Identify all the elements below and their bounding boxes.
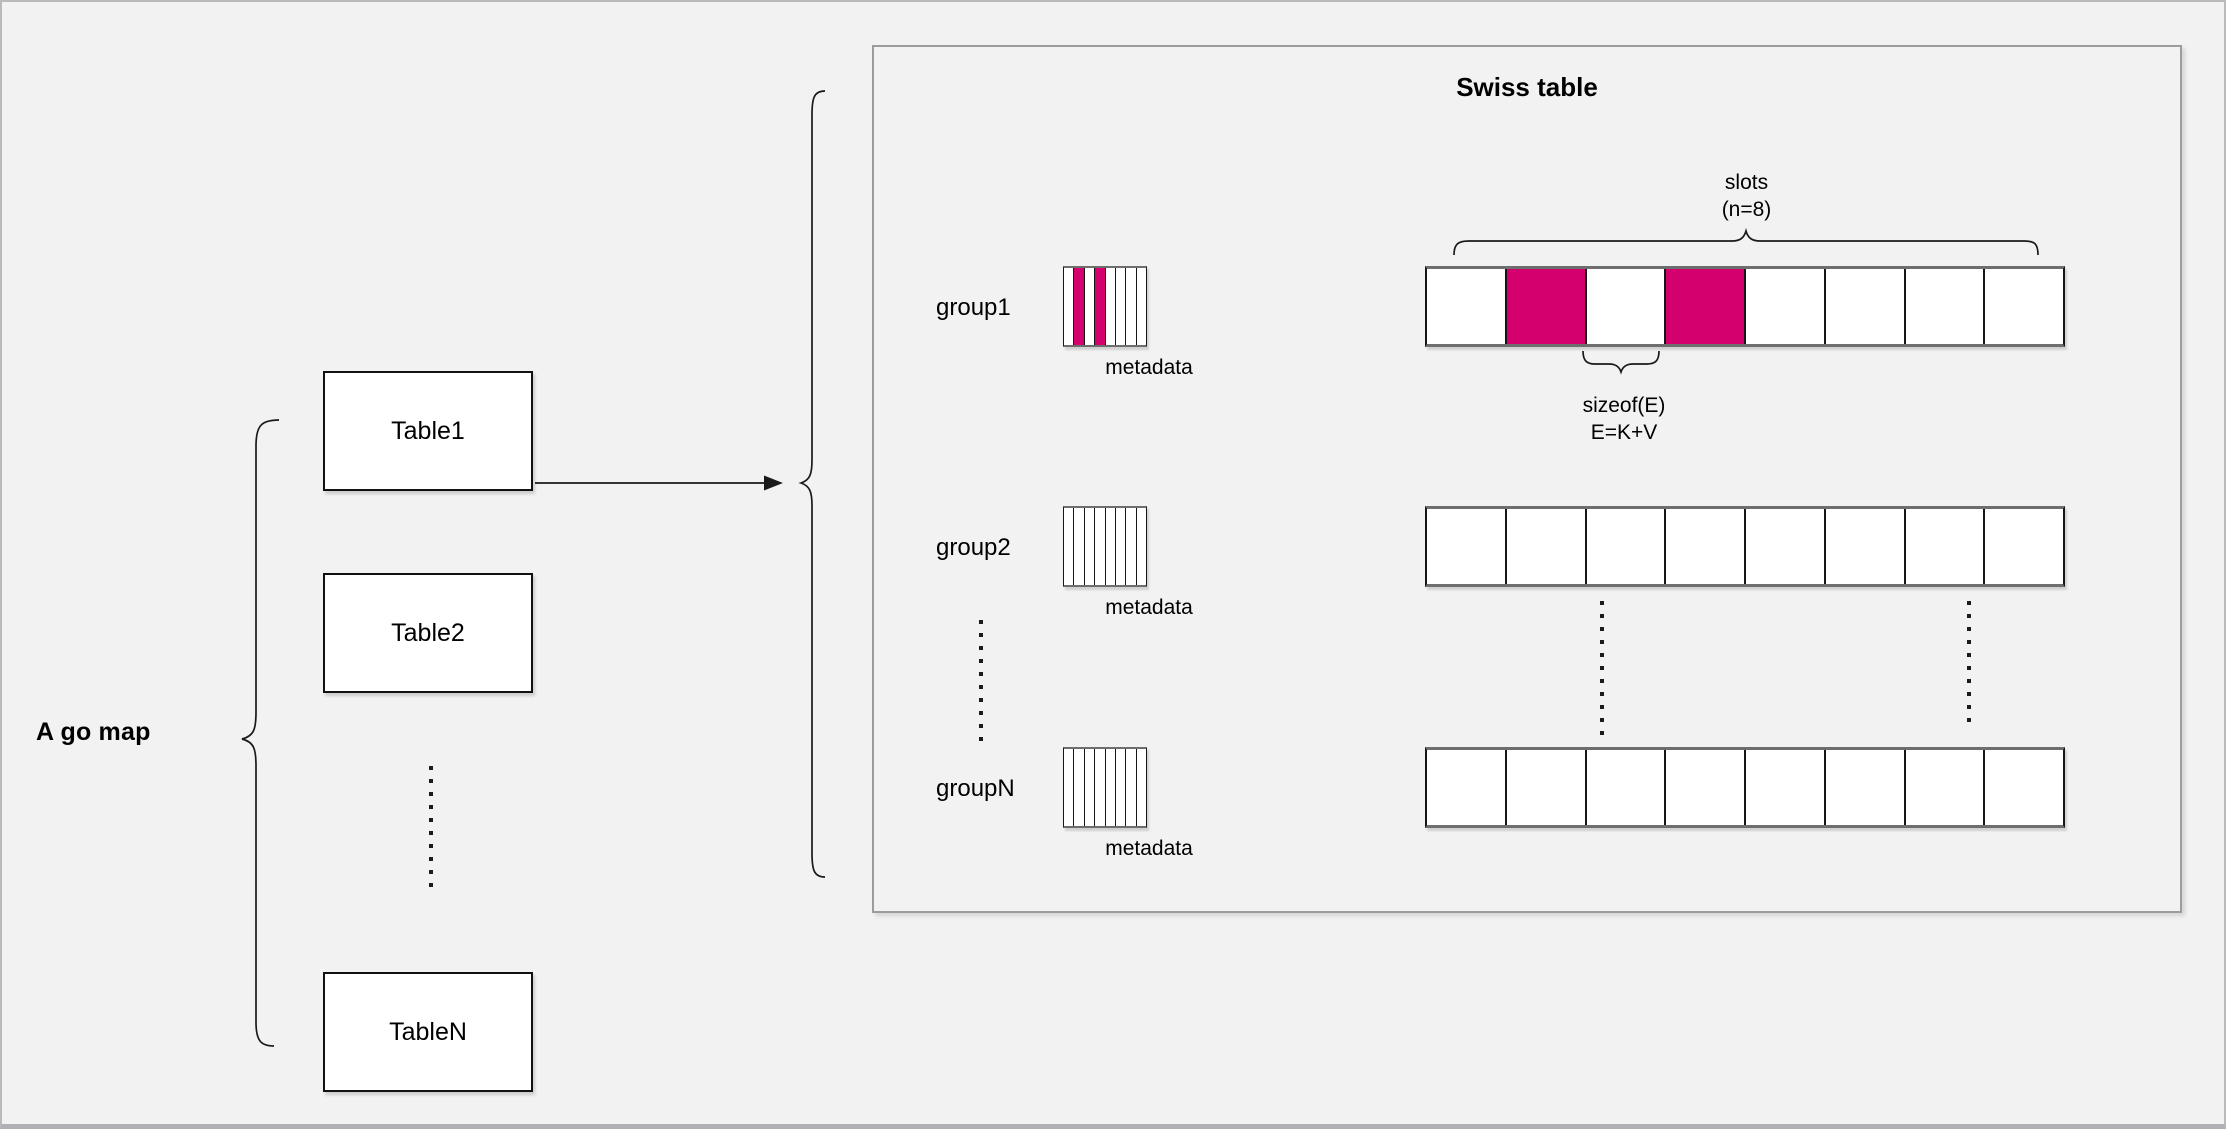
meta-stripe-5: [1105, 508, 1116, 585]
group2-metadata-box: [1063, 506, 1147, 587]
tables-ellipsis-dots: [429, 766, 433, 892]
slot-cell-6: [1825, 509, 1906, 584]
slot-cell-8: [1985, 750, 2063, 825]
meta-stripe-2: [1074, 268, 1085, 345]
slot-cell-3: [1586, 509, 1667, 584]
left-brace: [241, 419, 280, 1047]
slot-cell-1: [1427, 269, 1507, 344]
slot-cell-7: [1905, 750, 1986, 825]
group2-metadata-caption: metadata: [1105, 596, 1193, 619]
meta-stripe-3: [1084, 508, 1096, 585]
slots-ellipsis-dots-left: [1600, 601, 1604, 737]
swiss-table-title: Swiss table: [1456, 72, 1598, 102]
meta-stripe-4: [1095, 268, 1106, 345]
slot-cell-3: [1586, 750, 1667, 825]
group1-label: group1: [936, 294, 1011, 321]
slot-cell-6: [1825, 750, 1906, 825]
groupN-metadata-caption: metadata: [1105, 837, 1193, 860]
meta-stripe-8: [1136, 508, 1146, 585]
slot-cell-5: [1746, 509, 1826, 584]
group1-metadata-caption: metadata: [1105, 356, 1193, 379]
slot-cell-4: [1666, 509, 1746, 584]
table-box-2: Table2: [323, 573, 533, 693]
table-box-1-label: Table1: [391, 416, 465, 445]
groups-ellipsis-dots: [979, 620, 983, 746]
slot-cell-3: [1586, 269, 1667, 344]
meta-stripe-7: [1126, 508, 1137, 585]
meta-stripe-1: [1064, 508, 1075, 585]
table-box-n-label: TableN: [389, 1017, 467, 1046]
groupN-slots-row: [1425, 747, 2065, 828]
meta-stripe-6: [1115, 508, 1127, 585]
meta-stripe-7: [1126, 749, 1137, 826]
meta-stripe-3: [1084, 749, 1096, 826]
group1-slots-row: [1425, 266, 2065, 347]
right-brace: [798, 90, 826, 878]
swiss-table-box: Swiss table slots (n=8) group1 metadata …: [872, 45, 2182, 913]
table-box-2-label: Table2: [391, 618, 465, 647]
slot-cell-1: [1427, 509, 1507, 584]
meta-stripe-7: [1126, 268, 1137, 345]
table-box-1: Table1: [323, 371, 533, 491]
meta-stripe-1: [1064, 268, 1075, 345]
slot-cell-7: [1905, 509, 1986, 584]
meta-stripe-8: [1136, 268, 1146, 345]
meta-stripe-2: [1074, 508, 1085, 585]
slot-cell-7: [1905, 269, 1986, 344]
slots-annotation-line1: slots: [1724, 171, 1769, 194]
sizeof-annotation: sizeof(E) E=K+V: [1544, 392, 1704, 446]
meta-stripe-4: [1095, 508, 1106, 585]
meta-stripe-4: [1095, 749, 1106, 826]
group2-label: group2: [936, 534, 1011, 561]
slot-cell-6: [1825, 269, 1906, 344]
slot-cell-4: [1666, 269, 1746, 344]
slots-annotation: slots (n=8): [1644, 169, 1849, 223]
meta-stripe-6: [1115, 749, 1127, 826]
table-box-n: TableN: [323, 972, 533, 1092]
slot-cell-5: [1746, 269, 1826, 344]
slot-cell-8: [1985, 269, 2063, 344]
group1-metadata-box: [1063, 266, 1147, 347]
slot-cell-4: [1666, 750, 1746, 825]
slots-annotation-line2: (n=8): [1721, 198, 1772, 221]
slots-ellipsis-dots-right: [1967, 601, 1971, 725]
groupN-metadata-box: [1063, 747, 1147, 828]
sizeof-annotation-line2: E=K+V: [1590, 421, 1658, 444]
slot-cell-8: [1985, 509, 2063, 584]
meta-stripe-3: [1084, 268, 1096, 345]
go-map-label: A go map: [36, 718, 151, 746]
slot-cell-5: [1746, 750, 1826, 825]
meta-stripe-1: [1064, 749, 1075, 826]
slot-cell-2: [1506, 269, 1587, 344]
meta-stripe-2: [1074, 749, 1085, 826]
meta-stripe-8: [1136, 749, 1146, 826]
slot-cell-2: [1506, 509, 1587, 584]
meta-stripe-5: [1105, 268, 1116, 345]
sizeof-annotation-line1: sizeof(E): [1582, 394, 1666, 417]
arrow-head: [764, 475, 783, 491]
meta-stripe-5: [1105, 749, 1116, 826]
slot-cell-1: [1427, 750, 1507, 825]
groupN-label: groupN: [936, 775, 1015, 802]
meta-stripe-6: [1115, 268, 1127, 345]
group2-slots-row: [1425, 506, 2065, 587]
slot-cell-2: [1506, 750, 1587, 825]
